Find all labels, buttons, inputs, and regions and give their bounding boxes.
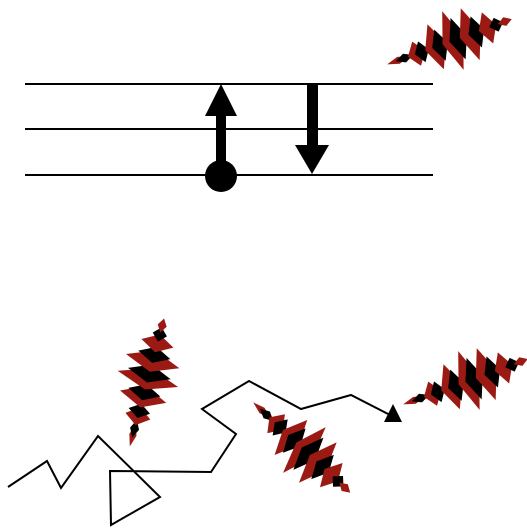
emission-arrow-shaft [307, 84, 318, 147]
emission-arrow-head [295, 145, 329, 174]
absorption-arrow [205, 84, 237, 192]
random-walk-path [7, 379, 402, 527]
wave-packet-center [231, 379, 372, 516]
wave-packet-left-vertical [99, 310, 195, 455]
wave-packet-top-right [376, 0, 523, 94]
absorption-arrow-head [205, 84, 237, 116]
random-walk-line [7, 379, 393, 527]
wave-packet-right [392, 329, 527, 434]
emission-arrow [295, 84, 329, 174]
absorption-arrow-shaft [216, 108, 226, 174]
ground-state-dot [205, 160, 237, 192]
energy-levels [25, 83, 433, 176]
random-walk-arrowhead [384, 404, 402, 422]
